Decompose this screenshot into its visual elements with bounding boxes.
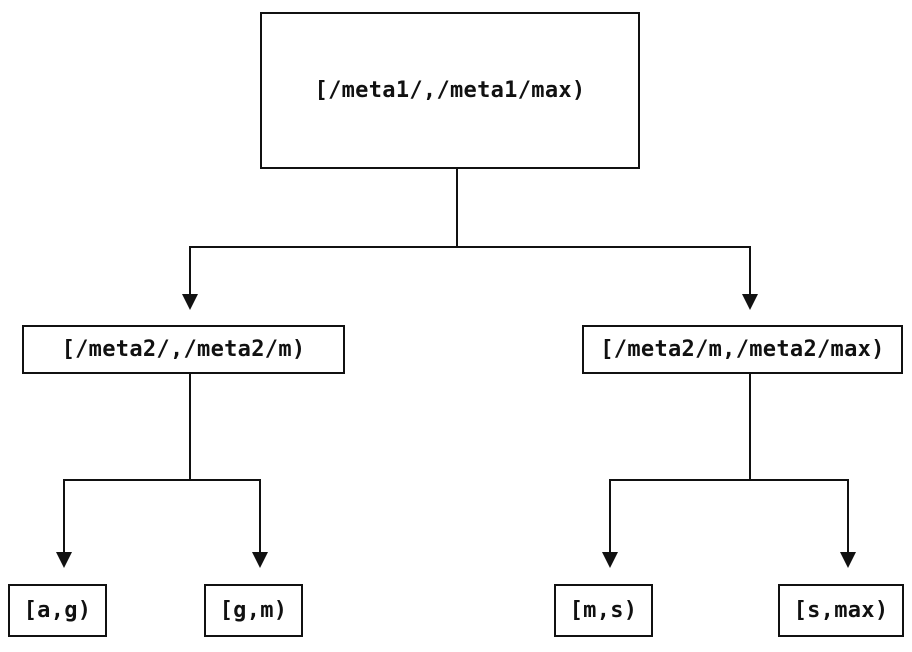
connector-midleft-crossbar <box>63 479 261 481</box>
connector-midright-drop-right <box>847 479 849 552</box>
connector-midleft-drop-left <box>63 479 65 552</box>
connector-midleft-drop-right <box>259 479 261 552</box>
connector-root-drop-right <box>749 246 751 294</box>
connector-midright-crossbar <box>609 479 849 481</box>
connector-midright-stem <box>749 374 751 481</box>
arrowhead-icon <box>56 552 72 568</box>
arrowhead-icon <box>840 552 856 568</box>
node-root: [/meta1/,/meta1/max) <box>260 12 640 169</box>
connector-midright-drop-left <box>609 479 611 552</box>
node-leaf-ms: [m,s) <box>554 584 653 637</box>
arrowhead-icon <box>742 294 758 310</box>
node-mid-left: [/meta2/,/meta2/m) <box>22 325 345 374</box>
connector-root-drop-left <box>189 246 191 294</box>
node-leaf-ag: [a,g) <box>8 584 107 637</box>
connector-root-crossbar <box>189 246 751 248</box>
connector-midleft-stem <box>189 374 191 481</box>
arrowhead-icon <box>252 552 268 568</box>
node-leaf-gm: [g,m) <box>204 584 303 637</box>
connector-root-stem <box>456 169 458 248</box>
node-leaf-smax: [s,max) <box>778 584 904 637</box>
arrowhead-icon <box>602 552 618 568</box>
arrowhead-icon <box>182 294 198 310</box>
node-mid-right: [/meta2/m,/meta2/max) <box>582 325 903 374</box>
